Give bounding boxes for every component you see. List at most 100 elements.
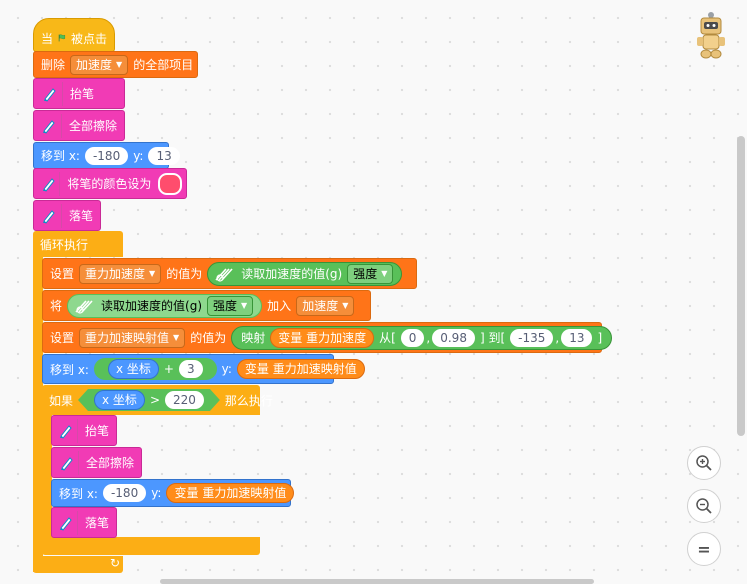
loop-arrow-icon: ↻	[110, 556, 121, 570]
zoom-out-icon	[696, 498, 712, 514]
set-label: 设置	[50, 267, 75, 281]
y-label: y:	[133, 148, 144, 163]
variable-reporter-name: 重力加速映射值	[202, 486, 287, 500]
accelerometer-icon	[74, 297, 94, 315]
pen-color-swatch[interactable]	[158, 172, 182, 195]
variable-reporter[interactable]: 变量 重力加速度	[270, 327, 375, 348]
map-reporter[interactable]: 映射 变量 重力加速度 从[ 0 , 0.98 ] 到[ -135 , 13 ]	[231, 325, 613, 350]
from-min-input[interactable]: 0	[400, 328, 425, 347]
chevron-down-icon: ▼	[342, 300, 349, 310]
set-variable-block[interactable]: 设置 重力加速映射值 ▼ 的值为 映射 变量 重力加速度 从[ 0 , 0.98…	[42, 322, 613, 353]
chevron-down-icon: ▼	[116, 59, 123, 69]
variable-prefix: 变量	[278, 330, 303, 345]
hat-suffix: 被点击	[70, 31, 107, 46]
goto-label: 移到 x:	[59, 486, 98, 501]
variable-dropdown[interactable]: 重力加速度 ▼	[79, 263, 162, 284]
list-dropdown[interactable]: 加速度 ▼	[70, 54, 129, 75]
if-arm	[42, 414, 52, 554]
go-to-xy-block[interactable]: 移到 x: -180 y: 变量 重力加速映射值	[51, 479, 295, 507]
delete-all-of-list-block[interactable]: 删除 加速度 ▼ 的全部项目	[33, 51, 198, 78]
pen-up-block[interactable]: 抬笔	[33, 78, 125, 109]
zoom-in-button[interactable]	[687, 446, 721, 480]
erase-all-block[interactable]: 全部擦除	[51, 447, 142, 478]
pen-down-label: 落笔	[68, 209, 93, 223]
variable-reporter[interactable]: 变量 重力加速映射值	[166, 483, 295, 503]
variable-name: 重力加速度	[85, 266, 146, 281]
greater-than-operator[interactable]: x 坐标 > 220	[78, 389, 220, 411]
vertical-scrollbar[interactable]	[737, 136, 745, 436]
pen-icon	[56, 510, 78, 535]
x-position-reporter[interactable]: x 坐标	[94, 390, 145, 410]
add-input[interactable]: 3	[178, 360, 203, 378]
zoom-reset-button[interactable]: =	[687, 532, 721, 566]
pen-icon	[38, 203, 62, 228]
accelerometer-icon	[214, 265, 234, 283]
y-input[interactable]: 13	[148, 146, 180, 165]
x-position-reporter[interactable]: x 坐标	[107, 359, 159, 379]
add-to-label: 加入	[267, 299, 292, 313]
to-max-input[interactable]: 13	[561, 328, 593, 347]
list-dropdown[interactable]: 加速度 ▼	[296, 295, 355, 316]
add-to-list-block[interactable]: 将 读取加速度的值(g) 强度 ▼ 加入 加速度 ▼	[42, 290, 371, 321]
pen-icon	[38, 171, 61, 196]
delete-suffix: 的全部项目	[133, 58, 194, 72]
horizontal-scrollbar[interactable]	[160, 579, 594, 584]
plus-label: +	[163, 362, 174, 376]
forever-block[interactable]: 循环执行	[33, 231, 123, 257]
set-variable-block[interactable]: 设置 重力加速度 ▼ 的值为 读取加速度的值(g) 强度 ▼	[42, 258, 417, 289]
axis-name: 强度	[213, 298, 238, 313]
zoom-in-icon	[696, 455, 712, 471]
y-label: y:	[151, 486, 162, 500]
set-pen-color-block[interactable]: 将笔的颜色设为	[33, 168, 187, 199]
chevron-down-icon: ▼	[241, 300, 248, 310]
pen-down-block[interactable]: 落笔	[51, 507, 117, 538]
when-flag-clicked-block[interactable]: 当 被点击	[33, 18, 115, 52]
if-then-block[interactable]: 如果 x 坐标 > 220 那么执行	[42, 385, 273, 415]
x-input[interactable]: -180	[102, 484, 147, 502]
list-name: 加速度	[76, 57, 113, 72]
pen-up-label: 抬笔	[84, 424, 109, 438]
erase-all-block[interactable]: 全部擦除	[33, 110, 125, 141]
set-label: 设置	[50, 331, 75, 345]
compare-input[interactable]: 220	[165, 391, 204, 409]
read-acceleration-reporter[interactable]: 读取加速度的值(g) 强度 ▼	[207, 261, 403, 286]
pen-icon	[56, 418, 78, 443]
to-min-input[interactable]: -135	[510, 328, 554, 347]
green-flag-icon	[58, 34, 66, 42]
variable-reporter[interactable]: 变量 重力加速映射值	[236, 359, 365, 379]
if-bottom	[42, 537, 260, 555]
variable-prefix: 变量	[174, 486, 199, 500]
variable-reporter-name: 重力加速度	[306, 330, 367, 345]
erase-all-label: 全部擦除	[68, 119, 117, 133]
forever-arm	[33, 256, 43, 572]
zoom-out-button[interactable]	[687, 489, 721, 523]
add-operator[interactable]: x 坐标 + 3	[93, 358, 217, 380]
map-from-label: 从[	[379, 331, 396, 345]
delete-label: 删除	[41, 58, 66, 72]
comma: ,	[426, 330, 431, 345]
chevron-down-icon: ▼	[381, 268, 388, 278]
pen-up-block[interactable]: 抬笔	[51, 415, 117, 446]
y-label: y:	[221, 362, 232, 376]
go-to-xy-block[interactable]: 移到 x: -180 y: 13	[33, 142, 180, 169]
variable-dropdown[interactable]: 重力加速映射值 ▼	[79, 327, 186, 348]
to-label: 的值为	[166, 267, 203, 281]
read-acceleration-label: 读取加速度的值(g)	[241, 267, 343, 281]
then-label: 那么执行	[224, 393, 273, 408]
axis-dropdown[interactable]: 强度 ▼	[347, 263, 394, 284]
go-to-xy-block[interactable]: 移到 x: x 坐标 + 3 y: 变量 重力加速映射值	[42, 354, 365, 384]
erase-all-label: 全部擦除	[85, 456, 134, 470]
map-end-label: ]	[597, 330, 603, 345]
axis-dropdown[interactable]: 强度 ▼	[207, 295, 254, 316]
x-input[interactable]: -180	[84, 146, 129, 165]
to-label: 的值为	[190, 331, 227, 345]
chevron-down-icon: ▼	[173, 332, 180, 342]
pen-icon	[56, 450, 79, 475]
pen-down-label: 落笔	[84, 516, 109, 530]
zoom-reset-icon: =	[697, 539, 711, 559]
sprite-robot-icon	[697, 12, 725, 59]
add-label: 将	[50, 299, 63, 313]
read-acceleration-reporter[interactable]: 读取加速度的值(g) 强度 ▼	[67, 293, 263, 318]
pen-down-block[interactable]: 落笔	[33, 200, 101, 231]
from-max-input[interactable]: 0.98	[432, 328, 475, 347]
